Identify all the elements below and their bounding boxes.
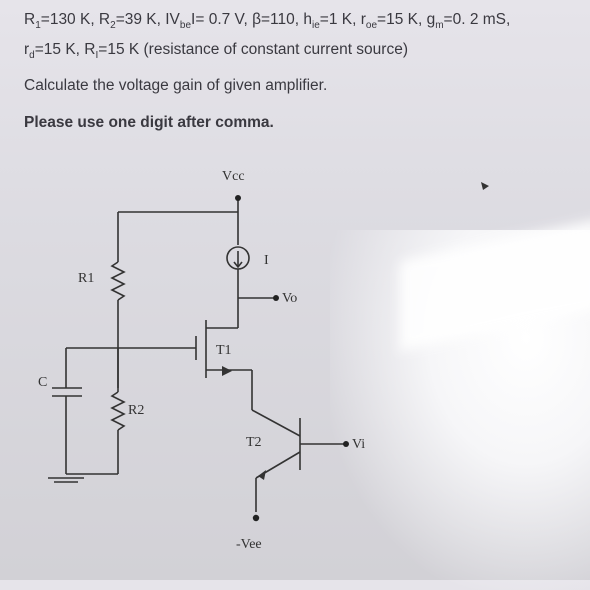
t2-emitter-arrow (258, 470, 266, 480)
question-text: Calculate the voltage gain of given ampl… (24, 77, 328, 94)
c-label: C (38, 375, 47, 390)
r2-resistor (110, 391, 126, 431)
r2-label: R2 (128, 403, 144, 418)
t1-source-arrow (222, 366, 232, 376)
current-label: I (264, 253, 269, 268)
vcc-node (235, 195, 241, 201)
vee-label: -Vee (236, 537, 262, 552)
vcc-label: Vcc (222, 169, 245, 184)
vo-label: Vo (282, 291, 297, 306)
subscript: m (435, 20, 444, 32)
t2-label: T2 (246, 435, 262, 450)
vi-label: Vi (352, 437, 365, 452)
subscript: 2 (110, 20, 116, 32)
subscript: ie (312, 20, 320, 32)
subscript: be (179, 20, 192, 32)
given-values-line-1: R1=130 K, R2=39 K, IVbeI= 0.7 V, β=110, … (24, 11, 511, 32)
r1-resistor (110, 261, 126, 301)
current-source-arrow-head (233, 261, 243, 269)
subscript: d (29, 50, 35, 62)
instruction-text: Please use one digit after comma. (24, 114, 274, 131)
given-values-line-2: rd=15 K, RI=15 K (resistance of constant… (24, 41, 408, 62)
vo-node (273, 295, 279, 301)
t1-label: T1 (216, 343, 232, 358)
vee-node (252, 514, 260, 522)
mouse-cursor-icon (481, 182, 489, 190)
t2-collector (251, 409, 301, 437)
vi-node (343, 441, 349, 447)
subscript: I (95, 50, 99, 62)
subscript: 1 (35, 20, 41, 32)
r1-label: R1 (78, 271, 94, 286)
subscript: oe (365, 20, 378, 32)
